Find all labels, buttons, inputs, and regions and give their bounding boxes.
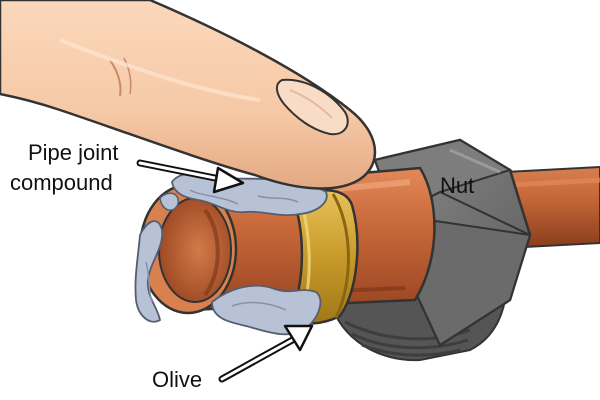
compound-leader-arrow: [136, 159, 245, 194]
label-pipe-joint-compound-line2: compound: [10, 170, 113, 195]
label-olive: Olive: [152, 367, 202, 392]
olive-leader-arrow: [218, 324, 314, 383]
label-pipe-joint-compound-line1: Pipe joint: [28, 140, 119, 165]
label-nut: Nut: [440, 173, 474, 198]
pipe-joint-compound: [134, 172, 328, 336]
finger: [0, 0, 377, 190]
